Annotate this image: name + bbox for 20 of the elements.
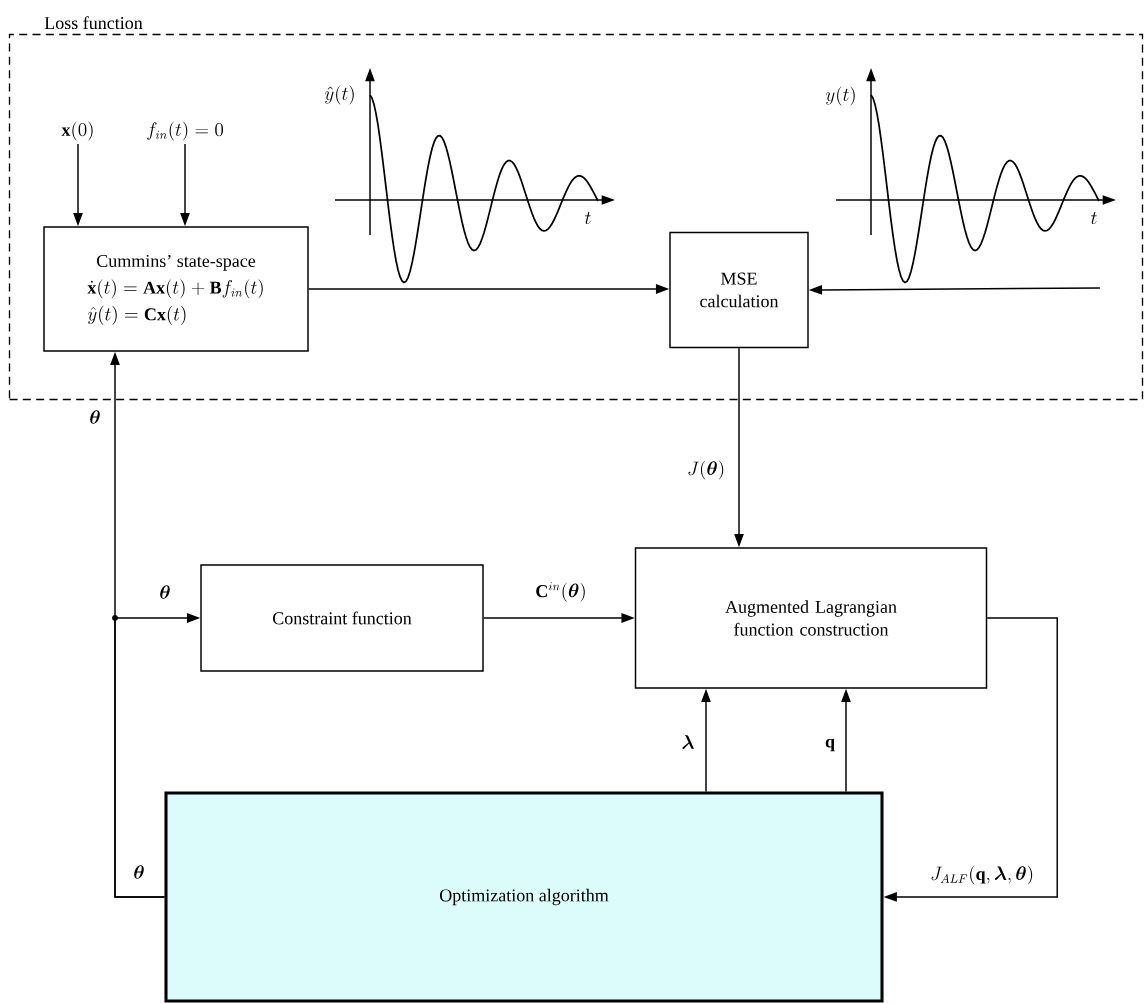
- axis-label: $t$: [1091, 211, 1097, 225]
- process-box: Constraint function: [200, 564, 484, 672]
- edge-label: $\boldsymbol{\lambda}$: [680, 734, 696, 750]
- process-box: MSE calculation: [669, 231, 809, 349]
- edge-label: $J(\boldsymbol{\theta})$: [685, 459, 727, 481]
- axis-label: $y(t)$: [825, 86, 855, 106]
- input-label: $f_{in}(t)=0$: [147, 121, 223, 141]
- edge-label: $\boldsymbol{\theta}$: [157, 584, 173, 600]
- axis-label: $t$: [585, 211, 591, 225]
- process-box: Optimization algorithm: [164, 791, 884, 1003]
- process-box: Augmented Lagrangian function construction: [634, 547, 988, 689]
- process-box: Cummins’ state-space $\dot{\mathbf{x}}(t)=\mathbf{A}\mathbf{x}(t)+\mathbf{B}f_{in}(t)$ $\hat{y}(t)=\mathbf{C}\mathbf{x}(t)$: [43, 226, 309, 352]
- edge-label: $\boldsymbol{\theta}$: [87, 409, 103, 425]
- edge-label: $J_{ALF}(\mathbf{q},\boldsymbol{\lambda},\boldsymbol{\theta})$: [928, 864, 1036, 886]
- node-label: Loss function: [44, 16, 143, 30]
- input-label: $\mathbf{x}(0)$: [61, 121, 93, 141]
- axis-label: $\boldsymbol{\theta}$: [134, 865, 144, 879]
- edge-label: $\mathbf{C}^{in}(\boldsymbol{\theta})$: [534, 580, 588, 604]
- edge-label: $\mathbf{q}$: [823, 737, 837, 753]
- axis-label: $\hat{y}(t)$: [324, 85, 354, 105]
